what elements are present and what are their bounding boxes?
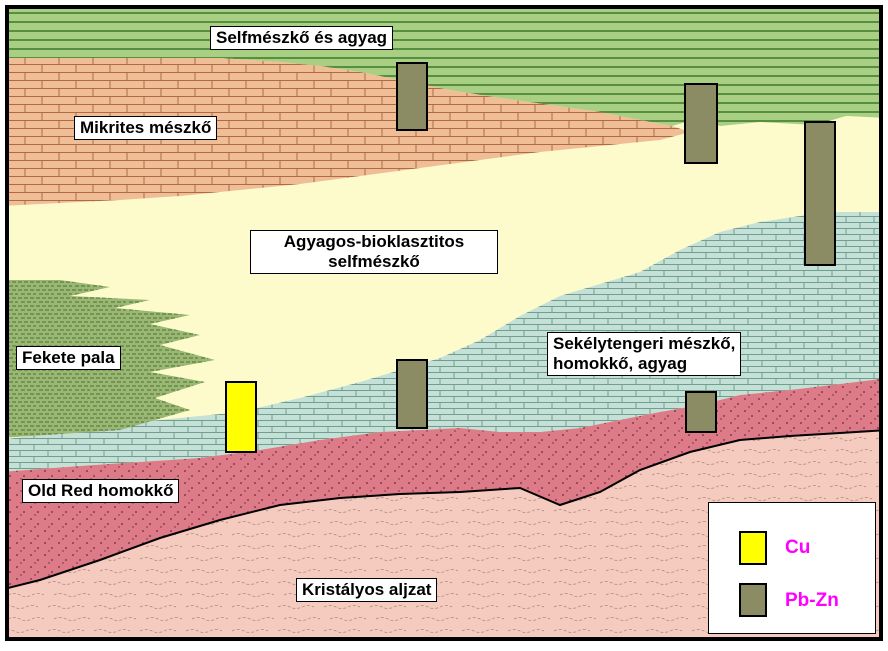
label-shallow-marine: Sekélytengeri mészkő, homokkő, agyag: [547, 332, 741, 376]
legend-swatch-pbzn: [739, 583, 767, 617]
pbzn-ore-body: [397, 63, 427, 130]
label-line: homokkő, agyag: [553, 354, 735, 374]
label-micritic-limestone: Mikrites mészkő: [74, 116, 217, 140]
pbzn-ore-body: [685, 84, 717, 163]
legend-label-cu: Cu: [785, 537, 810, 559]
cu-ore-body: [226, 382, 256, 452]
label-line: selfmészkő: [256, 252, 492, 272]
label-shelf-limestone-clay: Selfmészkő és agyag: [210, 26, 393, 50]
label-line: Agyagos-bioklasztitos: [256, 232, 492, 252]
legend-swatch-cu: [739, 531, 767, 565]
pbzn-ore-body: [805, 122, 835, 265]
pbzn-ore-body: [397, 360, 427, 428]
legend-label-pbzn: Pb-Zn: [785, 590, 839, 612]
pbzn-ore-body: [686, 392, 716, 432]
label-black-shale: Fekete pala: [16, 346, 121, 370]
label-crystalline-basement: Kristályos aljzat: [296, 578, 437, 602]
legend: Cu Pb-Zn: [708, 502, 876, 634]
label-bioclastic-shelf-limestone: Agyagos-bioklasztitos selfmészkő: [250, 230, 498, 274]
label-old-red-sandstone: Old Red homokkő: [22, 479, 179, 503]
label-line: Sekélytengeri mészkő,: [553, 334, 735, 354]
